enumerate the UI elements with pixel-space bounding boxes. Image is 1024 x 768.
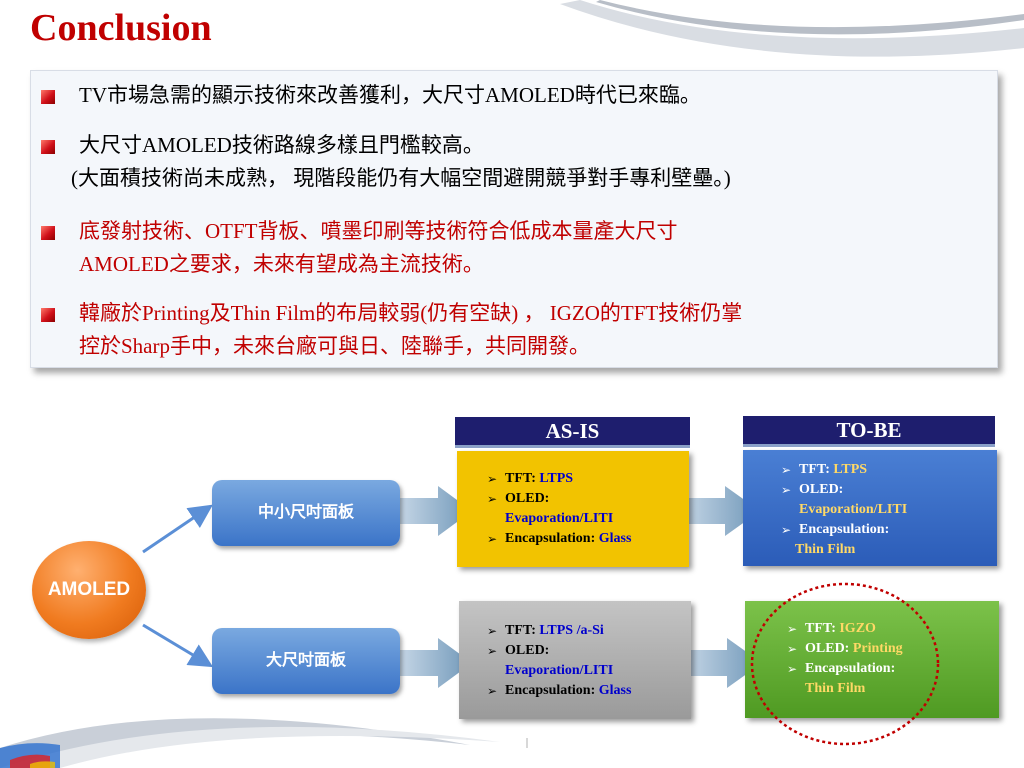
bullet-text: 大尺寸AMOLED技術路線多樣且門檻較高。 — [79, 133, 484, 157]
square-bullet-icon — [41, 226, 55, 240]
to-be-small-panel: ➢TFT: LTPS ➢OLED:Evaporation/LITI ➢Encap… — [743, 450, 997, 566]
chevron-right-icon: ➢ — [781, 523, 792, 537]
chevron-right-icon: ➢ — [787, 642, 798, 656]
header-as-is: AS-IS — [455, 417, 690, 448]
chevron-right-icon: ➢ — [487, 684, 498, 698]
square-bullet-icon — [41, 140, 55, 154]
chevron-right-icon: ➢ — [787, 622, 798, 636]
bullet-item-3: 底發射技術、OTFT背板、噴墨印刷等技術符合低成本量產大尺寸 AMOLED之要求… — [41, 215, 678, 281]
encapsulation-item: ➢Encapsulation:Thin Film — [781, 522, 890, 557]
chevron-right-icon: ➢ — [487, 532, 498, 546]
branch-small-medium-panel: 中小尺吋面板 — [212, 480, 400, 546]
highlight-ellipse — [750, 582, 940, 746]
as-is-large-panel: ➢TFT: LTPS /a-Si ➢OLED:Evaporation/LITI … — [459, 601, 691, 719]
encapsulation-item: ➢Encapsulation: Glass — [487, 529, 689, 549]
oled-item: ➢OLED: Printing — [787, 639, 999, 659]
bullet-item-1: TV市場急需的顯示技術來改善獲利，大尺寸AMOLED時代已來臨。 — [41, 79, 701, 112]
chevron-right-icon: ➢ — [787, 662, 798, 676]
chevron-right-icon: ➢ — [487, 472, 498, 486]
as-is-small-panel: ➢TFT: LTPS ➢OLED:Evaporation/LITI ➢Encap… — [457, 451, 689, 567]
bullet-text: TV市場急需的顯示技術來改善獲利，大尺寸AMOLED時代已來臨。 — [79, 83, 701, 107]
encapsulation-item: ➢Encapsulation:Thin Film — [787, 661, 896, 696]
chevron-right-icon: ➢ — [487, 492, 498, 506]
encapsulation-item: ➢Encapsulation: Glass — [487, 681, 691, 701]
bullet-item-4: 韓廠於Printing及Thin Film的布局較弱(仍有空缺) ， IGZO的… — [41, 297, 742, 363]
bullet-item-2: 大尺寸AMOLED技術路線多樣且門檻較高。 (大面積技術尚未成熟， 現階段能仍有… — [41, 129, 731, 195]
conclusion-bullet-box: TV市場急需的顯示技術來改善獲利，大尺寸AMOLED時代已來臨。 大尺寸AMOL… — [30, 70, 998, 368]
header-to-be: TO-BE — [743, 416, 995, 447]
tft-item: ➢TFT: LTPS — [781, 460, 997, 480]
square-bullet-icon — [41, 308, 55, 322]
slide-title: Conclusion — [30, 7, 212, 49]
bullet-text: 底發射技術、OTFT背板、噴墨印刷等技術符合低成本量產大尺寸 — [79, 219, 678, 243]
chevron-right-icon: ➢ — [781, 483, 792, 497]
bullet-text-continued: (大面積技術尚未成熟， 現階段能仍有大幅空間避開競爭對手專利壁壘。) — [71, 166, 731, 190]
oled-item: ➢OLED:Evaporation/LITI — [487, 491, 614, 526]
tft-item: ➢TFT: LTPS — [487, 469, 689, 489]
chevron-right-icon: ➢ — [487, 624, 498, 638]
chevron-right-icon: ➢ — [487, 644, 498, 658]
oled-item: ➢OLED:Evaporation/LITI — [781, 482, 908, 517]
oled-item: ➢OLED:Evaporation/LITI — [487, 643, 614, 678]
tft-item: ➢TFT: LTPS /a-Si — [487, 621, 691, 641]
tft-item: ➢TFT: IGZO — [787, 619, 999, 639]
bullet-text-continued: AMOLED之要求，未來有望成為主流技術。 — [79, 252, 484, 276]
amoled-root-node: AMOLED — [32, 541, 146, 639]
to-be-large-panel: ➢TFT: IGZO ➢OLED: Printing ➢Encapsulatio… — [745, 601, 999, 718]
bullet-text: 韓廠於Printing及Thin Film的布局較弱(仍有空缺) ， IGZO的… — [79, 301, 743, 325]
branch-large-panel: 大尺吋面板 — [212, 628, 400, 694]
chevron-right-icon: ➢ — [781, 463, 792, 477]
square-bullet-icon — [41, 90, 55, 104]
bullet-text-continued: 控於Sharp手中，未來台廠可與日、陸聯手，共同開發。 — [79, 334, 590, 358]
